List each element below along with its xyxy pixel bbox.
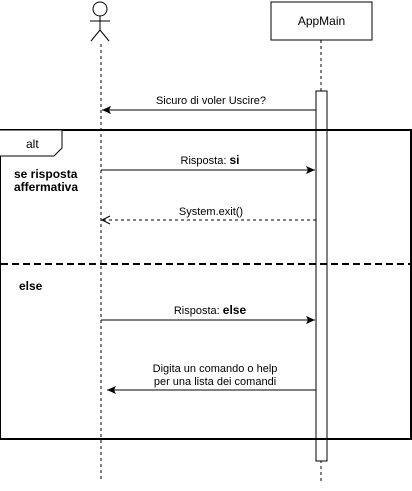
guard-1-line-1: se risposta xyxy=(14,167,78,181)
message-4-prefix: Risposta: xyxy=(174,305,223,317)
appmain-label: AppMain xyxy=(298,14,345,28)
actor-stick-figure-icon xyxy=(90,1,110,42)
message-4-label: Risposta: else xyxy=(174,303,247,317)
guard-2: else xyxy=(19,279,43,293)
guard-1-line-2: affermativa xyxy=(14,180,78,194)
message-2-bold: si xyxy=(229,153,239,167)
message-1-label: Sicuro di voler Uscire? xyxy=(156,95,266,107)
appmain-activation-bar xyxy=(315,90,328,462)
fragment-operator: alt xyxy=(26,137,39,151)
message-2-prefix: Risposta: xyxy=(181,155,230,167)
message-5-label-line-1: Digita un comando o help xyxy=(153,363,278,375)
message-2-label: Risposta: si xyxy=(181,153,240,167)
message-4-bold: else xyxy=(223,303,247,317)
message-3-label: System.exit() xyxy=(179,206,243,218)
alt-fragment: alt xyxy=(0,129,412,440)
message-5-label-line-2: per una lista dei comandi xyxy=(154,376,276,388)
appmain-participant: AppMain xyxy=(270,1,373,41)
